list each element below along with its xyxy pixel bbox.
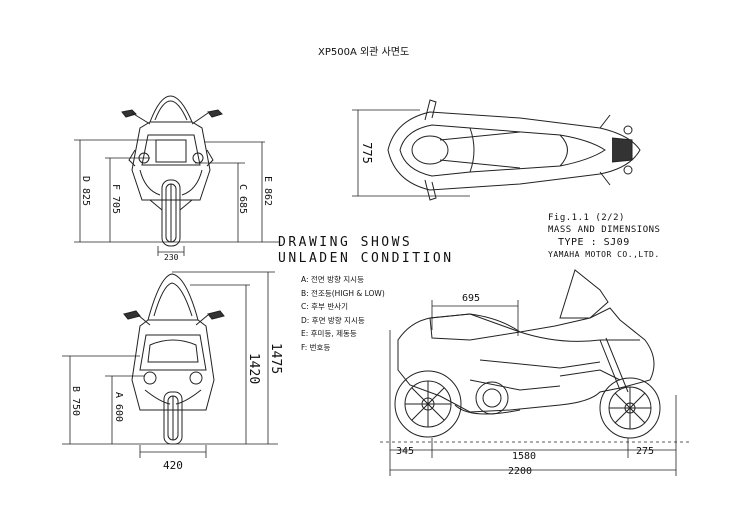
dim-label-wheelbase: 1580 xyxy=(512,451,537,462)
dim-label-overall-width: 420 xyxy=(163,459,183,472)
figure-heading: MASS AND DIMENSIONS xyxy=(548,225,661,235)
dim-label-height-2: 1475 xyxy=(268,342,284,375)
legend-item-c: C: 후부 반사기 xyxy=(301,302,349,312)
dim-label-rear-overhang: 275 xyxy=(636,446,655,457)
condition-note: DRAWING SHOWS UNLADEN CONDITION xyxy=(278,236,454,268)
dim-label-seat-length: 695 xyxy=(462,293,481,304)
dim-label-d: D 825 xyxy=(80,175,92,207)
figure-maker: YAMAHA MOTOR CO.,LTD. xyxy=(548,250,660,259)
side-view xyxy=(394,269,661,439)
dim-label-front-width: 230 xyxy=(164,253,179,262)
legend-item-f: F: 번호등 xyxy=(301,342,331,352)
figure-info: Fig.1.1 (2/2) MASS AND DIMENSIONS TYPE :… xyxy=(548,214,660,262)
front-bottom-dimensions xyxy=(62,271,278,458)
dim-label-b: B 750 xyxy=(70,385,82,417)
dim-label-front-overhang: 345 xyxy=(396,446,415,457)
front-view-bottom xyxy=(123,273,225,445)
document-title: XP500A 외관 사면도 xyxy=(318,47,410,58)
plan-view xyxy=(352,99,641,201)
front-view-top xyxy=(121,95,223,247)
side-dimensions xyxy=(380,300,690,476)
legend-item-e: E: 후미등, 제동등 xyxy=(301,329,357,339)
legend-item-d: D: 후면 방향 지시등 xyxy=(301,315,365,325)
figure-type: TYPE : SJ09 xyxy=(558,237,630,248)
legend-item-b: B: 전조등(HIGH & LOW) xyxy=(301,288,385,298)
dim-label-e: E 862 xyxy=(262,175,274,207)
figure-label: Fig.1.1 (2/2) xyxy=(548,213,625,223)
condition-line-1: DRAWING SHOWS xyxy=(278,235,413,250)
dim-label-a: A 600 xyxy=(113,391,125,423)
dim-label-c: C 685 xyxy=(237,183,249,215)
lamp-legend: A: 전면 방향 지시등 B: 전조등(HIGH & LOW) C: 후부 반사… xyxy=(301,276,385,358)
legend-item-a: A: 전면 방향 지시등 xyxy=(301,275,364,284)
dim-label-overall-length: 2200 xyxy=(508,466,533,477)
front-top-dimensions xyxy=(74,139,280,256)
dim-label-height-1: 1420 xyxy=(246,352,262,385)
condition-line-2: UNLADEN CONDITION xyxy=(278,251,454,266)
dim-label-plan-width: 775 xyxy=(359,142,374,164)
dim-label-f: F 705 xyxy=(110,183,122,215)
